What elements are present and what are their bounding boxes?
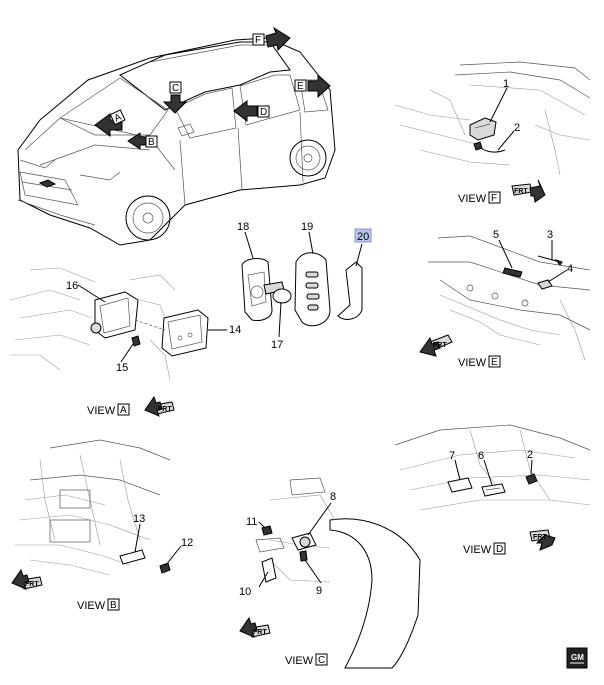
view-arrows: A B C D E F — [94, 26, 331, 150]
callout-1: 1 — [503, 78, 509, 90]
view-arrow-e-icon — [307, 73, 331, 99]
view-b-panel: 13 12 FRT VIEW B — [11, 439, 193, 612]
view-arrow-c-letter: C — [172, 83, 179, 94]
view-c-letter: C — [318, 655, 325, 666]
svg-text:FRT: FRT — [25, 581, 39, 588]
view-f-label: VIEW — [458, 193, 487, 205]
callout-4: 4 — [567, 263, 573, 275]
view-arrow-e-letter: E — [297, 81, 304, 92]
callout-14: 14 — [229, 324, 241, 336]
view-arrow-a-letter: A — [113, 112, 124, 125]
view-f-panel: 1 2 VIEW F FRT — [394, 61, 591, 205]
callout-15: 15 — [116, 362, 128, 374]
callout-9: 9 — [316, 585, 322, 597]
view-b-label: VIEW — [77, 600, 106, 612]
view-a-panel: 16 14 15 VIEW A FRT — [9, 267, 241, 417]
view-arrow-d-icon — [233, 99, 258, 123]
view-e-letter: E — [491, 357, 498, 368]
callout-12: 12 — [181, 537, 193, 549]
frt-e-icon: FRT — [419, 334, 453, 357]
callout-3: 3 — [547, 229, 553, 241]
vehicle-overview — [17, 37, 336, 246]
callout-19: 19 — [301, 221, 313, 233]
view-arrow-b-letter: B — [148, 137, 155, 148]
callout-13: 13 — [133, 513, 145, 525]
view-d-panel: 7 6 2 VIEW D FRT — [394, 424, 591, 556]
view-d-label: VIEW — [463, 544, 492, 556]
view-arrow-f-icon — [265, 26, 291, 52]
frt-a-icon: FRT — [144, 395, 175, 417]
view-d-letter: D — [496, 544, 503, 555]
view-arrow-c-icon — [162, 94, 188, 114]
frt-f-icon: FRT — [511, 179, 546, 203]
svg-text:FRT: FRT — [514, 188, 528, 195]
gm-logo: GM — [566, 647, 588, 669]
view-f-letter: F — [491, 193, 497, 204]
svg-text:GM: GM — [571, 653, 584, 662]
frt-b-icon: FRT — [11, 568, 43, 590]
view-a-letter: A — [120, 405, 127, 416]
callout-6: 6 — [478, 450, 484, 462]
callout-20: 20 — [357, 231, 369, 243]
frt-c-icon: FRT — [239, 616, 271, 638]
callout-10: 10 — [239, 586, 251, 598]
view-arrow-b-icon — [127, 132, 149, 150]
view-a-label: VIEW — [87, 405, 116, 417]
view-b-letter: B — [110, 600, 117, 611]
svg-text:FRT: FRT — [253, 629, 267, 636]
callout-2-view-d: 2 — [527, 449, 533, 461]
callout-2: 2 — [514, 122, 520, 134]
callout-18: 18 — [237, 221, 249, 233]
svg-text:FRT: FRT — [433, 342, 447, 349]
svg-text:FRT: FRT — [533, 534, 547, 541]
callout-7: 7 — [449, 450, 455, 462]
view-c-panel: 8 9 10 11 FRT VIEW C — [239, 477, 421, 669]
callout-8: 8 — [330, 491, 336, 503]
frt-d-icon: FRT — [529, 529, 556, 551]
callout-5: 5 — [493, 229, 499, 241]
view-arrow-f-letter: F — [255, 35, 261, 46]
view-e-panel: 5 3 4 FRT VIEW E — [419, 229, 591, 369]
view-c-label: VIEW — [285, 655, 314, 667]
callout-11: 11 — [246, 516, 257, 528]
svg-text:FRT: FRT — [158, 406, 172, 413]
callout-16: 16 — [66, 280, 78, 292]
callout-17: 17 — [271, 339, 283, 351]
view-arrow-d-letter: D — [260, 107, 267, 118]
key-fobs: 18 19 20 17 — [237, 221, 372, 351]
view-e-label: VIEW — [458, 357, 487, 369]
